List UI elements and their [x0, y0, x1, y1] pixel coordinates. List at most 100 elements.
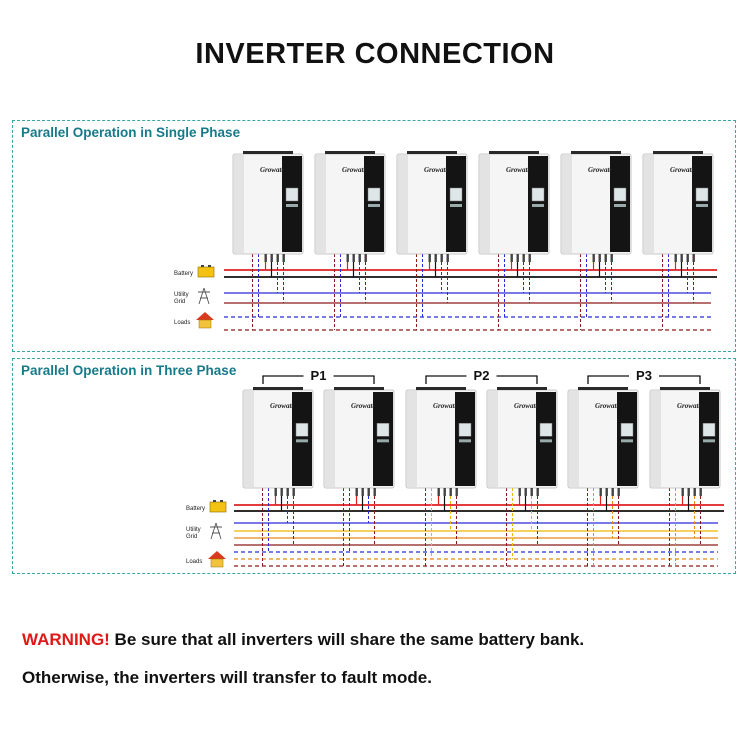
inverter: Growatt	[396, 151, 468, 262]
brand-logo: Growatt	[342, 166, 366, 174]
cable-gland	[699, 488, 702, 496]
cable-gland	[680, 254, 683, 262]
warning-line-1: WARNING! Be sure that all inverters will…	[22, 630, 584, 650]
inverter-button	[456, 204, 459, 207]
inverter: Growatt	[567, 387, 639, 496]
single-phase-panel: Parallel Operation in Single Phase	[12, 120, 736, 352]
cable-gland	[687, 488, 690, 496]
cable-gland	[530, 488, 533, 496]
inverter-button	[377, 439, 380, 443]
inverter-button	[371, 204, 374, 207]
single-phase-title: Parallel Operation in Single Phase	[21, 125, 241, 140]
brand-logo: Growatt	[588, 166, 612, 174]
brand-logo: Growatt	[677, 402, 701, 410]
inverter-button	[450, 204, 453, 207]
inverter-display	[702, 423, 716, 437]
inverter-button	[296, 439, 299, 443]
inverter: Growatt	[232, 151, 304, 262]
loads-label: Loads	[174, 320, 190, 326]
inverter-display	[620, 423, 634, 437]
brand-logo: Growatt	[270, 402, 294, 410]
inverter-button	[286, 204, 289, 207]
loads-label: Loads	[186, 559, 202, 565]
inverter-display	[695, 187, 709, 202]
inverter-display	[458, 423, 472, 437]
utility-tower-icon	[198, 287, 210, 305]
cable-gland	[446, 254, 449, 262]
cable-gland	[443, 488, 446, 496]
inverter-button	[289, 204, 292, 207]
brand-logo: Growatt	[514, 402, 538, 410]
inverter-button	[302, 439, 305, 443]
cable-gland	[610, 254, 613, 262]
inverter-side	[244, 391, 254, 487]
cable-gland	[282, 254, 285, 262]
inverter-side	[488, 391, 498, 487]
inverter-handle	[660, 387, 710, 390]
inverter-button	[623, 204, 626, 207]
inverter-button	[624, 439, 627, 443]
inverter-handle	[571, 151, 621, 154]
cable-gland	[674, 254, 677, 262]
inverter-button	[621, 439, 624, 443]
inverter-display	[613, 187, 627, 202]
cable-gland	[510, 254, 513, 262]
cable-gland	[518, 488, 521, 496]
house-icon	[198, 319, 212, 329]
inverter-handle	[489, 151, 539, 154]
cable-gland	[516, 254, 519, 262]
cable-gland	[286, 488, 289, 496]
inverter-display	[367, 187, 381, 202]
cable-gland	[605, 488, 608, 496]
house-roof	[196, 312, 214, 320]
group-label-p2: P2	[474, 368, 490, 383]
inverter-button	[459, 204, 462, 207]
house-icon	[210, 558, 224, 568]
inverter-display	[531, 187, 545, 202]
cable-gland	[355, 488, 358, 496]
inverter-button	[532, 204, 535, 207]
inverter-button	[705, 204, 708, 207]
brand-logo: Growatt	[595, 402, 619, 410]
cable-gland	[681, 488, 684, 496]
inverter-display	[285, 187, 299, 202]
brand-logo: Growatt	[260, 166, 284, 174]
inverter-button	[709, 439, 712, 443]
three-phase-wiring	[234, 488, 724, 567]
inverter-button	[386, 439, 389, 443]
inverter-side	[562, 155, 572, 253]
inverter: Growatt	[323, 387, 395, 496]
inverter-handle	[653, 151, 703, 154]
cable-gland	[358, 254, 361, 262]
inverter-side	[398, 155, 408, 253]
inverter-button	[543, 439, 546, 443]
inverter-button	[383, 439, 386, 443]
inverter-button	[620, 204, 623, 207]
inverter-button	[541, 204, 544, 207]
inverter-side	[480, 155, 490, 253]
inverter-handle	[416, 387, 466, 390]
cable-gland	[352, 254, 355, 262]
inverter: Growatt	[478, 151, 550, 262]
inverter-handle	[253, 387, 303, 390]
utility-label: Utility	[186, 527, 201, 533]
cable-gland	[364, 254, 367, 262]
inverter-button	[627, 439, 630, 443]
inverter-handle	[334, 387, 384, 390]
inverter-button	[702, 204, 705, 207]
cable-gland	[274, 488, 277, 496]
cable-gland	[598, 254, 601, 262]
inverter-button	[295, 204, 298, 207]
warning-prefix: WARNING!	[22, 630, 110, 649]
cable-gland	[373, 488, 376, 496]
inverter-button	[549, 439, 552, 443]
cable-gland	[440, 254, 443, 262]
brand-logo: Growatt	[351, 402, 375, 410]
three-phase-panel: Parallel Operation in Three Phase	[12, 358, 736, 574]
cable-gland	[270, 254, 273, 262]
